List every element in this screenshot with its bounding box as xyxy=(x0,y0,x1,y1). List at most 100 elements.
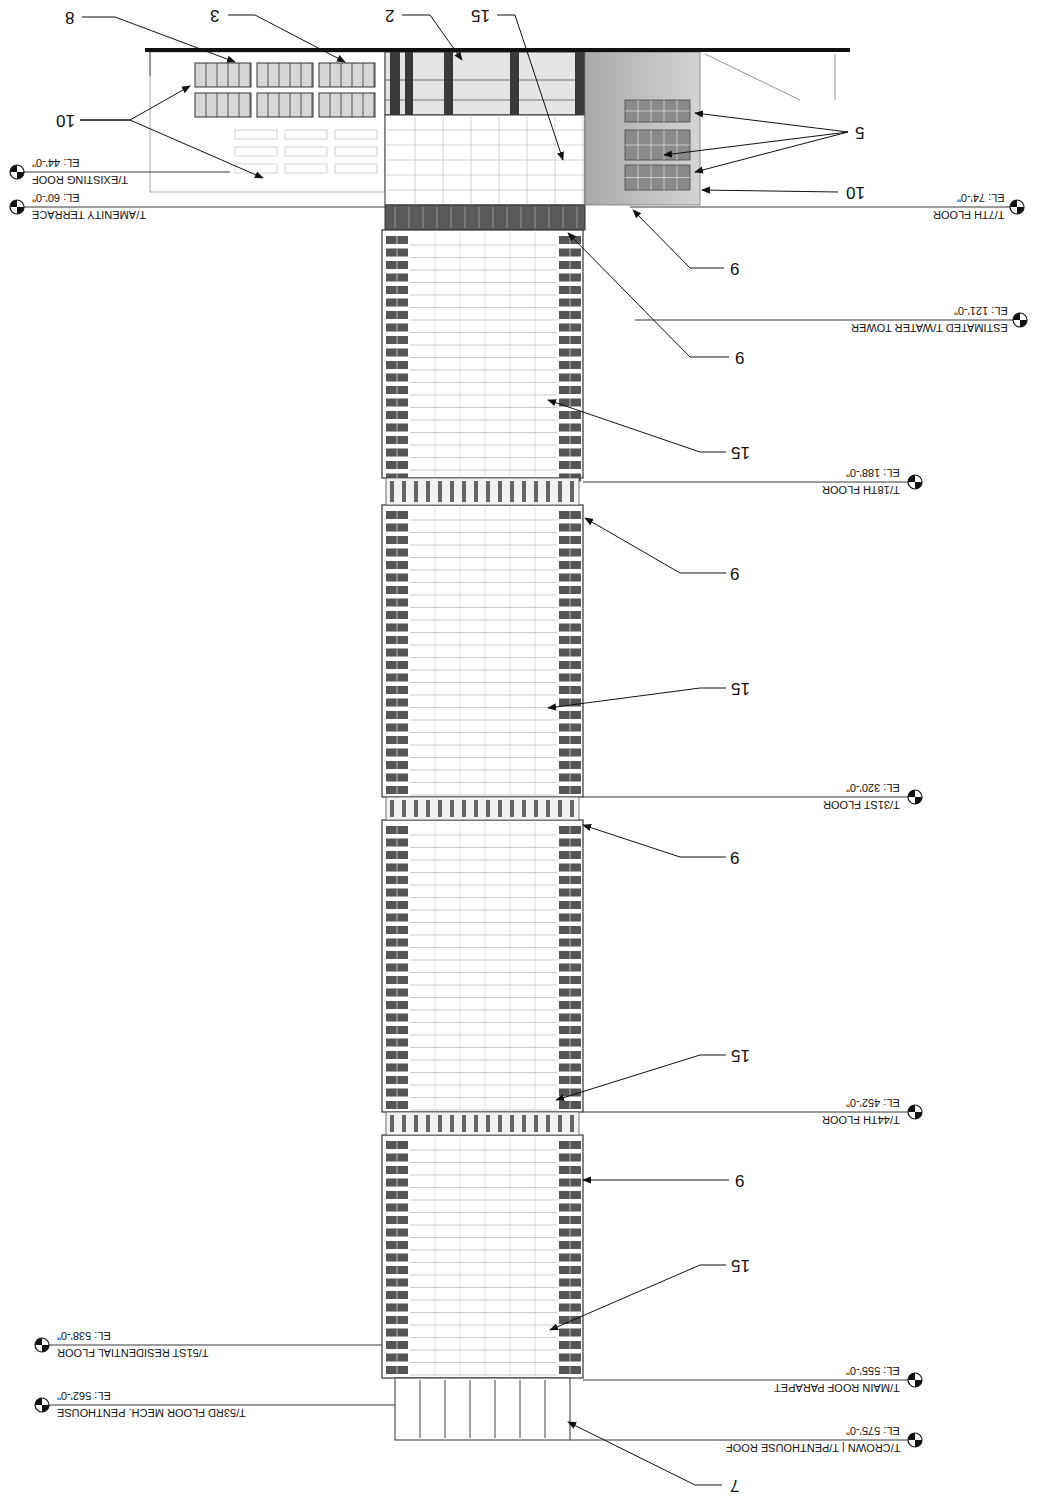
leader-line xyxy=(695,113,848,132)
reveal-tick xyxy=(546,1115,550,1132)
elevation-label: T/EXISTING ROOF xyxy=(32,174,128,186)
window-mullion xyxy=(570,851,571,859)
reveal-tick xyxy=(474,800,478,817)
window-mullion xyxy=(570,261,571,269)
floor-line xyxy=(410,520,557,521)
window-mullion xyxy=(570,1204,571,1212)
corner-window xyxy=(559,761,581,769)
window-mullion xyxy=(397,561,398,569)
window-mullion xyxy=(570,1254,571,1262)
window-mullion xyxy=(397,1229,398,1237)
corner-window xyxy=(559,1329,581,1337)
window-mullion xyxy=(570,311,571,319)
corner-window xyxy=(559,1229,581,1237)
window-mullion xyxy=(570,724,571,732)
window-mullion xyxy=(397,686,398,694)
datum-line xyxy=(635,320,1020,321)
datum-symbol xyxy=(908,790,922,804)
window-mullion xyxy=(312,93,313,117)
window-mullion xyxy=(397,424,398,432)
corner-window xyxy=(386,524,408,532)
window-mullion xyxy=(397,449,398,457)
window-mullion xyxy=(397,636,398,644)
datum-line xyxy=(630,207,1017,208)
window-mullion xyxy=(397,311,398,319)
window-mullion xyxy=(570,1064,571,1072)
corner-window xyxy=(386,574,408,582)
existing-window xyxy=(335,130,377,139)
callout-number: 9 xyxy=(735,348,744,367)
window-mullion xyxy=(290,93,291,117)
corner-window xyxy=(386,424,408,432)
floor-line xyxy=(410,782,557,783)
floor-line xyxy=(410,1275,557,1276)
window-mullion xyxy=(570,361,571,369)
facade-line xyxy=(437,207,438,228)
corner-window xyxy=(386,649,408,657)
facade-line xyxy=(521,207,522,228)
window-mullion xyxy=(397,299,398,307)
window-mullion xyxy=(397,1329,398,1337)
reveal-tick xyxy=(522,481,526,502)
reveal-band xyxy=(386,1112,579,1135)
window-mullion xyxy=(397,826,398,834)
corner-window xyxy=(559,449,581,457)
floor-line xyxy=(410,1312,557,1313)
corner-window xyxy=(559,976,581,984)
corner-window xyxy=(559,586,581,594)
elevation-value: EL: 188'-0" xyxy=(846,467,900,479)
facade-grid xyxy=(460,1135,461,1378)
reveal-tick xyxy=(414,481,418,502)
corner-window xyxy=(559,374,581,382)
reveal-tick xyxy=(558,1115,562,1132)
window-mullion xyxy=(397,1076,398,1084)
corner-window xyxy=(559,1254,581,1262)
window-mullion xyxy=(570,236,571,244)
corner-window xyxy=(386,1304,408,1312)
corner-window xyxy=(386,1101,408,1109)
reveal-tick xyxy=(438,800,442,817)
window-mullion xyxy=(570,249,571,257)
window-group xyxy=(195,93,251,117)
floor-line xyxy=(410,457,557,458)
window-mullion xyxy=(397,1266,398,1274)
floor-line xyxy=(410,632,557,633)
corner-window xyxy=(559,361,581,369)
corner-window xyxy=(559,1304,581,1312)
elevation-value: EL: 60'-0" xyxy=(32,192,80,204)
facade-grid xyxy=(435,820,436,1112)
reveal-tick xyxy=(414,800,418,817)
crown-fin xyxy=(520,1380,521,1438)
datum-symbol xyxy=(35,1338,49,1352)
corner-window xyxy=(386,1039,408,1047)
window-mullion xyxy=(397,286,398,294)
callout-number: 15 xyxy=(731,1256,750,1275)
datum-symbol xyxy=(35,1338,49,1352)
reveal-tick xyxy=(558,800,562,817)
window-mullion xyxy=(279,93,280,117)
corner-window xyxy=(386,549,408,557)
corner-window xyxy=(386,561,408,569)
callout-number: 5 xyxy=(855,123,864,142)
crown-fin xyxy=(470,1380,471,1438)
floor-line xyxy=(410,732,557,733)
datum-symbol xyxy=(10,165,24,179)
facade-line xyxy=(423,207,424,228)
floor-line xyxy=(410,1110,557,1111)
floor-line xyxy=(410,935,557,936)
corner-window xyxy=(559,611,581,619)
facade-line xyxy=(465,207,466,228)
corner-window xyxy=(559,736,581,744)
window-mullion xyxy=(397,511,398,519)
floor-line xyxy=(410,1047,557,1048)
corner-window xyxy=(386,724,408,732)
corner-window xyxy=(386,1254,408,1262)
window-mullion xyxy=(397,1254,398,1262)
floor-line xyxy=(410,960,557,961)
corner-window xyxy=(559,1316,581,1324)
window-mullion xyxy=(397,926,398,934)
corner-window xyxy=(386,386,408,394)
window-mullion xyxy=(570,1191,571,1199)
floor-line xyxy=(410,307,557,308)
window-mullion xyxy=(570,864,571,872)
